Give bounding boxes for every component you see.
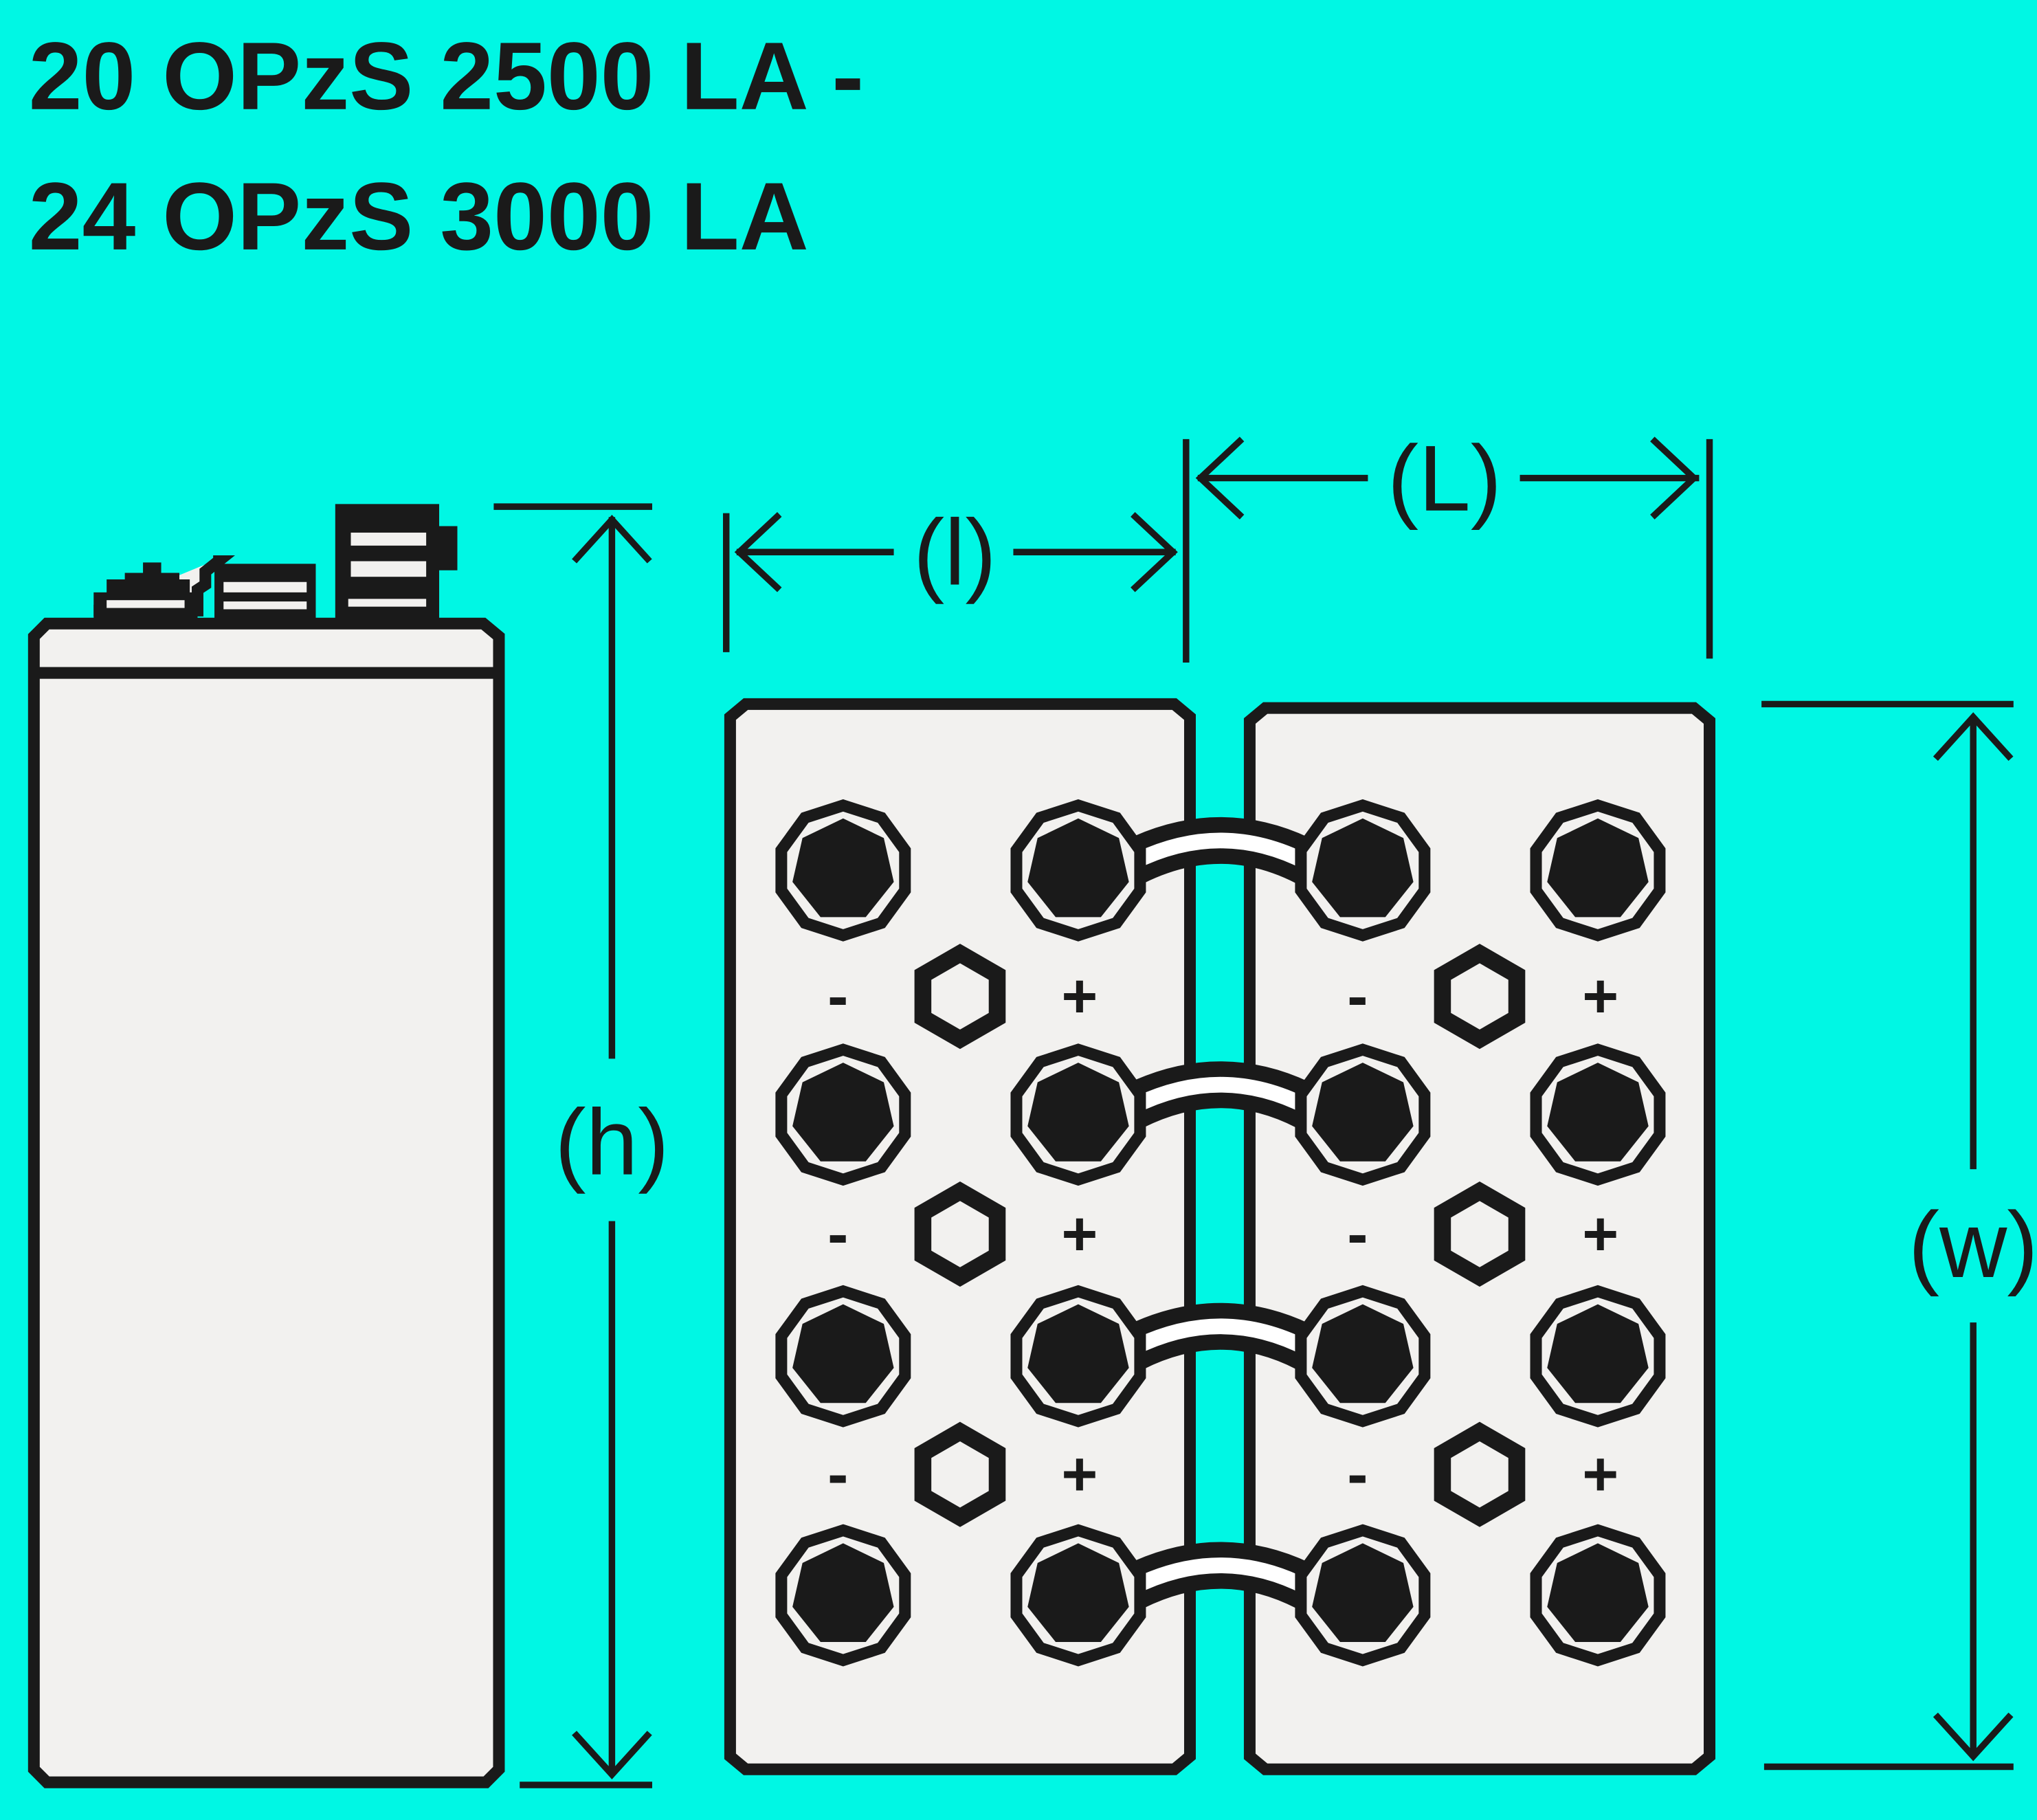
terminal-post [1027,818,1129,918]
arrow-down-icon [1933,1712,2014,1762]
terminal-post [1312,1063,1414,1162]
title-line-2: 24 OPzS 3000 LA [29,162,809,270]
cell-connector-highlight [1129,1557,1311,1595]
width-label: (w) [1908,1192,2037,1297]
negative-sign: - [1347,1199,1368,1269]
arrow-left-icon [1195,436,1245,520]
cell-connector-highlight [1129,832,1311,870]
vent-plug [1434,944,1526,1050]
terminal-post [1547,1543,1649,1643]
terminal-post [1547,1304,1649,1403]
arrow-up-icon [1933,712,2014,761]
positive-sign: + [1582,1199,1618,1269]
positive-sign: + [1582,962,1618,1031]
battery-side-view [27,504,505,1788]
negative-sign: - [827,1439,848,1509]
terminal-post [1312,1543,1414,1643]
cell-connector-highlight [1129,1076,1311,1114]
vent-plug [914,944,1006,1050]
terminal-post [792,1543,894,1643]
arrow-down-icon [572,1731,652,1779]
title-line-1: 20 OPzS 2500 LA - [29,22,864,130]
length-dimensions: (l) (L) [723,426,1713,663]
negative-sign: - [1347,1439,1368,1509]
arrow-right-icon [1131,512,1178,592]
arrow-left-icon [734,512,782,592]
vent-plug [1434,1181,1526,1287]
width-dimension: (w) [1761,700,2037,1771]
cell-connector-highlight [1129,1318,1311,1356]
terminal-post [1547,818,1649,918]
terminal-post [1027,1063,1129,1162]
terminal-post [792,818,894,918]
terminal-post [1027,1543,1129,1643]
height-label: (h) [555,1090,669,1195]
arrow-right-icon [1650,436,1699,520]
negative-sign: - [827,962,848,1031]
terminal-post [1312,818,1414,918]
negative-sign: - [1347,962,1368,1031]
terminal-post [1547,1063,1649,1162]
terminal-post [792,1063,894,1162]
arrow-up-icon [572,514,652,564]
positive-sign: + [1061,962,1098,1031]
battery-top-view: - + - + - + - + - + - + [724,698,1716,1775]
vent-plug [1434,1421,1526,1527]
positive-sign: + [1582,1439,1618,1509]
terminal-post [1027,1304,1129,1403]
vent-plug [914,1421,1006,1527]
height-dimension: (h) [493,503,669,1788]
total-length-label: (L) [1388,426,1502,531]
terminal-post [1312,1304,1414,1403]
terminal-post [792,1304,894,1403]
cell-length-label: (l) [913,500,997,605]
positive-sign: + [1061,1199,1098,1269]
negative-sign: - [827,1199,848,1269]
vent-plug [914,1181,1006,1287]
positive-sign: + [1061,1439,1098,1509]
